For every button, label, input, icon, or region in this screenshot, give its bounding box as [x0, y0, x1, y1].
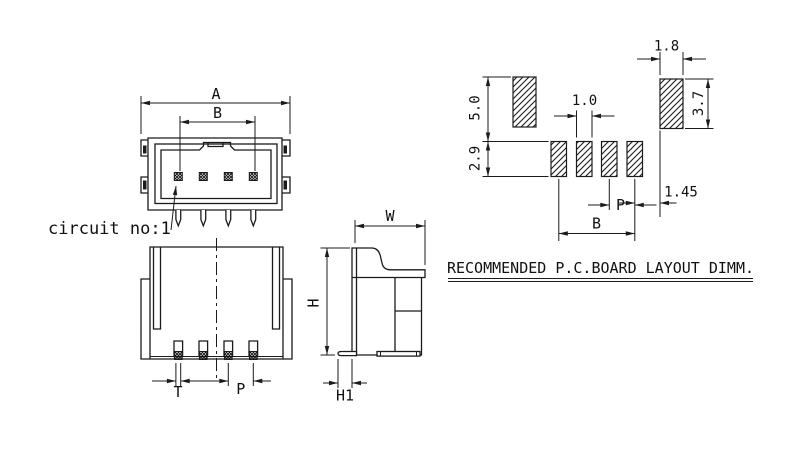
dim-B-extension-lines: [179, 116, 256, 171]
pin-2: [198, 172, 208, 181]
dim-label-1-0: 1.0: [572, 93, 597, 109]
side-solder-tail: [337, 350, 358, 357]
dim-10-extension-lines: [576, 110, 593, 138]
circuit-no-label: circuit no:1: [48, 219, 171, 239]
dim-label-b-front: B: [213, 104, 222, 122]
dim-18-extension-lines: [659, 52, 684, 75]
pin-1: [173, 172, 183, 181]
pcb-fitting-pad-right: [659, 78, 684, 130]
dim-label-w: W: [385, 207, 395, 225]
side-body-outline: [351, 247, 426, 356]
circuit-no-leader-line: [170, 185, 178, 231]
dim-label-b-pcb: B: [592, 215, 601, 233]
title-block: RECOMMENDED P.C.BOARD LAYOUT DIMM.: [447, 259, 754, 282]
dim-H-extension-lines: [320, 247, 350, 356]
dim-label-2-9: 2.9: [468, 146, 484, 171]
pin-4: [248, 172, 258, 181]
bottom-view: T P: [140, 238, 293, 401]
dim-label-3-7: 3.7: [691, 91, 707, 116]
dim-TP-extension-lines: [175, 363, 254, 386]
dim-label-5-0: 5.0: [468, 95, 484, 120]
dim-label-a: A: [211, 85, 220, 103]
side-standoff-caps: [380, 351, 417, 357]
pin-3: [223, 172, 233, 181]
side-standoff: [376, 350, 421, 357]
dim-label-1-8: 1.8: [654, 39, 679, 55]
dim-W-extension-lines: [354, 220, 426, 265]
front-ear-slots: [143, 145, 287, 190]
dim-label-h: H: [305, 298, 323, 307]
front-cavity-outline: [160, 141, 272, 200]
bottom-pin-2: [199, 351, 208, 360]
bottom-body-outline: [140, 246, 293, 360]
pcb-side-pad-left: [512, 76, 537, 128]
bottom-pin-slots: [173, 340, 259, 358]
dim-label-t: T: [173, 383, 182, 401]
title-double-underline: [448, 278, 753, 282]
dim-label-p-bottom: P: [236, 380, 245, 398]
solder-tails: [175, 210, 257, 228]
dim-label-1-45: 1.45: [664, 185, 698, 201]
bottom-pin-3: [224, 351, 233, 360]
bottom-pin-4: [249, 351, 258, 360]
pcb-pad-1: [550, 140, 568, 178]
front-shroud-outline: [154, 143, 278, 205]
dim-label-h1: H1: [336, 387, 354, 405]
bottom-pin-1: [174, 351, 183, 360]
side-view: W H H1: [305, 207, 426, 405]
board-layout-title: RECOMMENDED P.C.BOARD LAYOUT DIMM.: [447, 259, 754, 277]
pcb-pad-2: [575, 140, 593, 178]
pcb-pad-3: [600, 140, 618, 178]
dim-H1-extension-lines: [337, 359, 353, 388]
dim-label-p-pcb: P: [616, 196, 625, 214]
front-view: A B circuit no:1: [48, 85, 291, 239]
pcb-layout: 5.0 2.9 1.0 1.8 3.7 P B 1.45: [468, 39, 714, 241]
pcb-pad-4: [626, 140, 644, 178]
front-housing-outline: [140, 137, 291, 211]
